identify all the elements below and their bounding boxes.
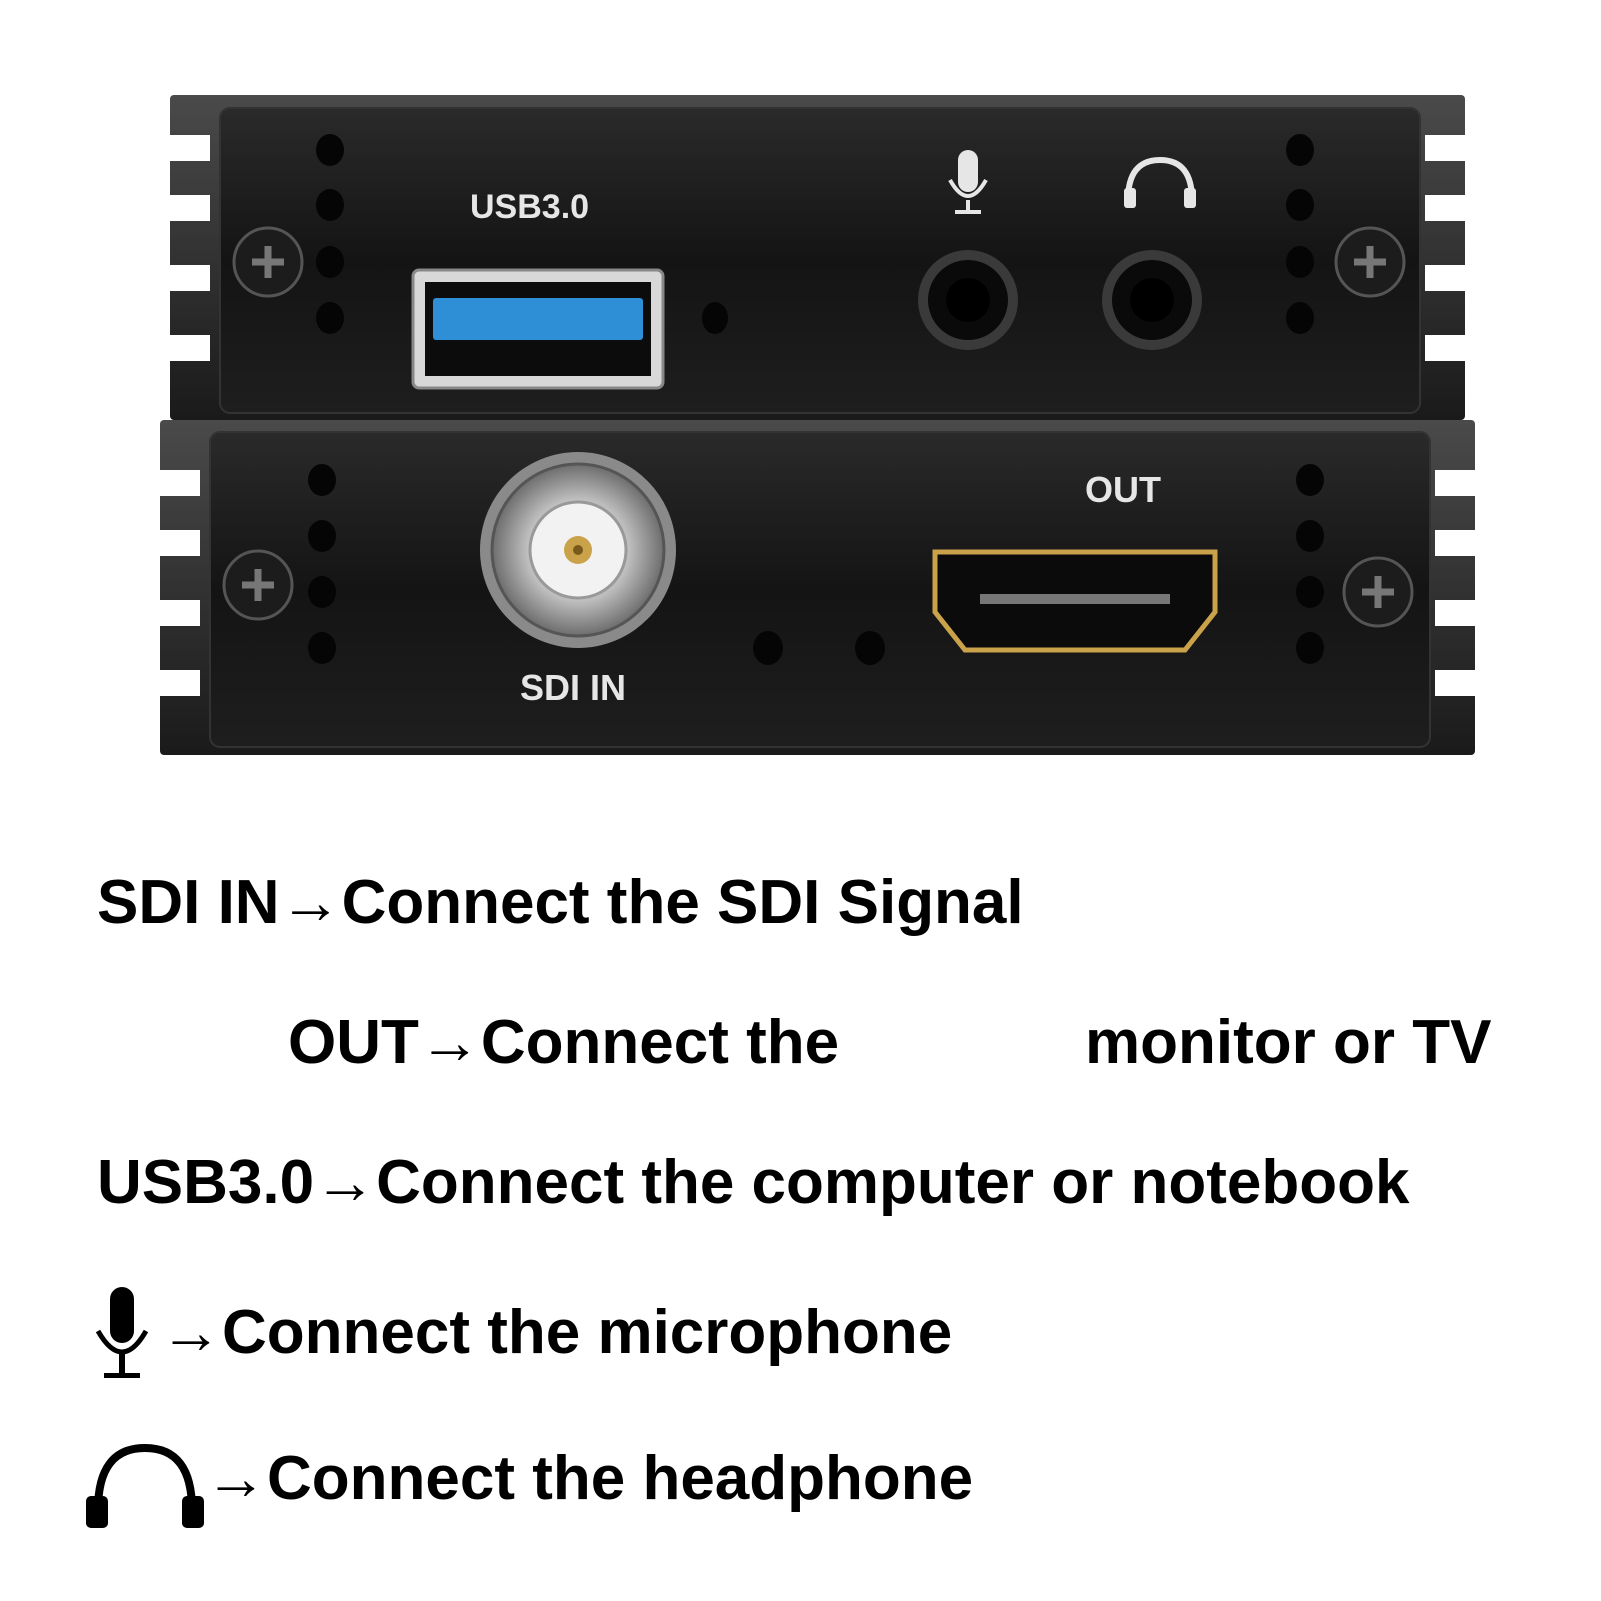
microphone-icon <box>95 1287 149 1378</box>
legend-usb: USB3.0→Connect the computer or notebook <box>97 1148 1410 1217</box>
bottom-panel: SDI IN OUT <box>160 420 1475 755</box>
microphone-icon <box>948 150 988 214</box>
sdi-bnc-connector <box>480 452 676 648</box>
device-photo: USB3.0 <box>160 95 1475 755</box>
legend-headphone: →Connect the headphone <box>205 1444 974 1513</box>
legend-sdi-in: SDI IN→Connect the SDI Signal <box>97 868 1024 937</box>
headphone-jack <box>1102 250 1202 350</box>
microphone-jack <box>918 250 1018 350</box>
screw-icon <box>1334 226 1406 298</box>
legend-out-part2: monitor or TV <box>1085 1008 1492 1077</box>
screw-icon <box>1342 556 1414 628</box>
usb-port <box>411 268 665 390</box>
headphone-icon <box>1124 156 1196 208</box>
sdi-in-label: SDI IN <box>520 667 626 708</box>
screw-icon <box>222 549 294 621</box>
out-label: OUT <box>1085 469 1161 510</box>
headphone-icon <box>86 1443 204 1528</box>
usb-port-label: USB3.0 <box>470 188 589 226</box>
top-panel: USB3.0 <box>170 95 1465 420</box>
legend-out-part1: OUT→Connect the <box>288 1008 840 1077</box>
hdmi-port <box>932 549 1218 653</box>
legend-microphone: →Connect the microphone <box>160 1298 953 1367</box>
screw-icon <box>232 226 304 298</box>
